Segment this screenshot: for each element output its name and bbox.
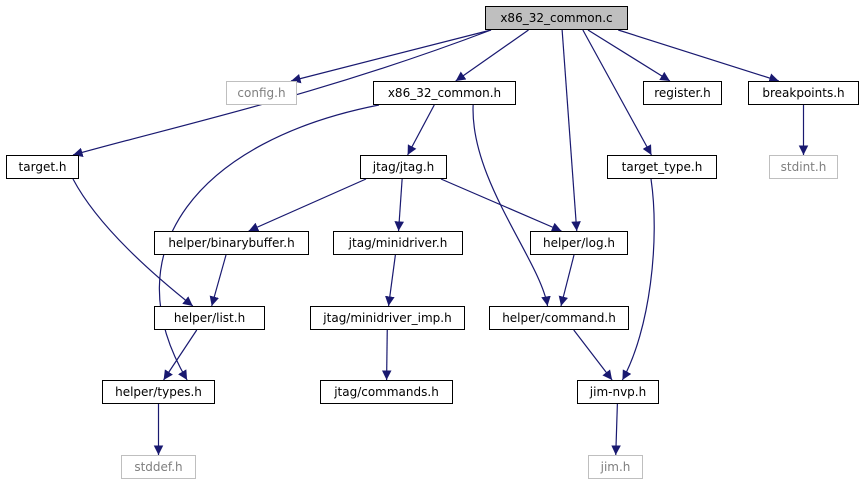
edge-x86-32-common-c-to-helper-log-h	[561, 29, 581, 232]
node-register-h[interactable]: register.h	[643, 81, 722, 105]
node-helper-binarybuffer-h[interactable]: helper/binarybuffer.h	[154, 231, 309, 255]
node-helper-types-h[interactable]: helper/types.h	[102, 380, 215, 404]
node-x86-32-common-c[interactable]: x86_32_common.c	[485, 6, 628, 30]
edge-jtag-jtag-h-to-helper-binarybuffer-h	[248, 178, 367, 232]
edge-helper-binarybuffer-h-to-helper-list-h	[209, 254, 227, 307]
edge-target-h-to-helper-list-h	[72, 178, 194, 307]
node-stddef-h: stddef.h	[121, 455, 196, 479]
node-config-h: config.h	[226, 81, 297, 105]
edge-jtag-jtag-h-to-jtag-minidriver-h	[394, 178, 404, 232]
node-breakpoints-h[interactable]: breakpoints.h	[748, 81, 859, 105]
edge-x86-32-common-h-to-jtag-jtag-h	[407, 104, 435, 156]
edge-x86-32-common-c-to-target-type-h	[582, 29, 652, 156]
node-stdint-h: stdint.h	[769, 155, 838, 179]
edge-jtag-minidriver-imp-h-to-jtag-commands-h	[381, 329, 392, 381]
edge-helper-list-h-to-helper-types-h	[163, 329, 198, 381]
edge-jtag-jtag-h-to-helper-log-h	[440, 178, 562, 232]
edge-x86-32-common-c-to-register-h	[587, 29, 671, 82]
node-target-type-h[interactable]: target_type.h	[607, 155, 717, 179]
node-jtag-minidriver-h[interactable]: jtag/minidriver.h	[333, 231, 463, 255]
edge-x86-32-common-c-to-target-h	[72, 29, 492, 158]
node-jim-h: jim.h	[588, 455, 643, 479]
edge-jim-nvp-h-to-jim-h	[611, 403, 621, 456]
node-x86-32-common-h[interactable]: x86_32_common.h	[373, 81, 516, 105]
node-target-h[interactable]: target.h	[6, 155, 79, 179]
node-jtag-commands-h[interactable]: jtag/commands.h	[320, 380, 453, 404]
node-helper-log-h[interactable]: helper/log.h	[530, 231, 628, 255]
edge-helper-log-h-to-helper-command-h	[558, 254, 575, 307]
node-jtag-jtag-h[interactable]: jtag/jtag.h	[360, 155, 447, 179]
edge-jtag-minidriver-h-to-jtag-minidriver-imp-h	[385, 254, 396, 307]
edge-x86-32-common-c-to-config-h	[290, 29, 492, 84]
edge-x86-32-common-h-to-helper-command-h	[472, 104, 551, 307]
node-jim-nvp-h[interactable]: jim-nvp.h	[577, 380, 659, 404]
node-jtag-minidriver-imp-h[interactable]: jtag/minidriver_imp.h	[310, 306, 465, 330]
node-helper-list-h[interactable]: helper/list.h	[154, 306, 265, 330]
edge-x86-32-common-c-to-breakpoints-h	[618, 29, 779, 83]
edge-helper-command-h-to-jim-nvp-h	[573, 329, 613, 381]
node-helper-command-h[interactable]: helper/command.h	[489, 306, 629, 330]
edge-target-type-h-to-jim-nvp-h	[621, 178, 655, 381]
edge-x86-32-common-c-to-x86-32-common-h	[455, 29, 529, 82]
